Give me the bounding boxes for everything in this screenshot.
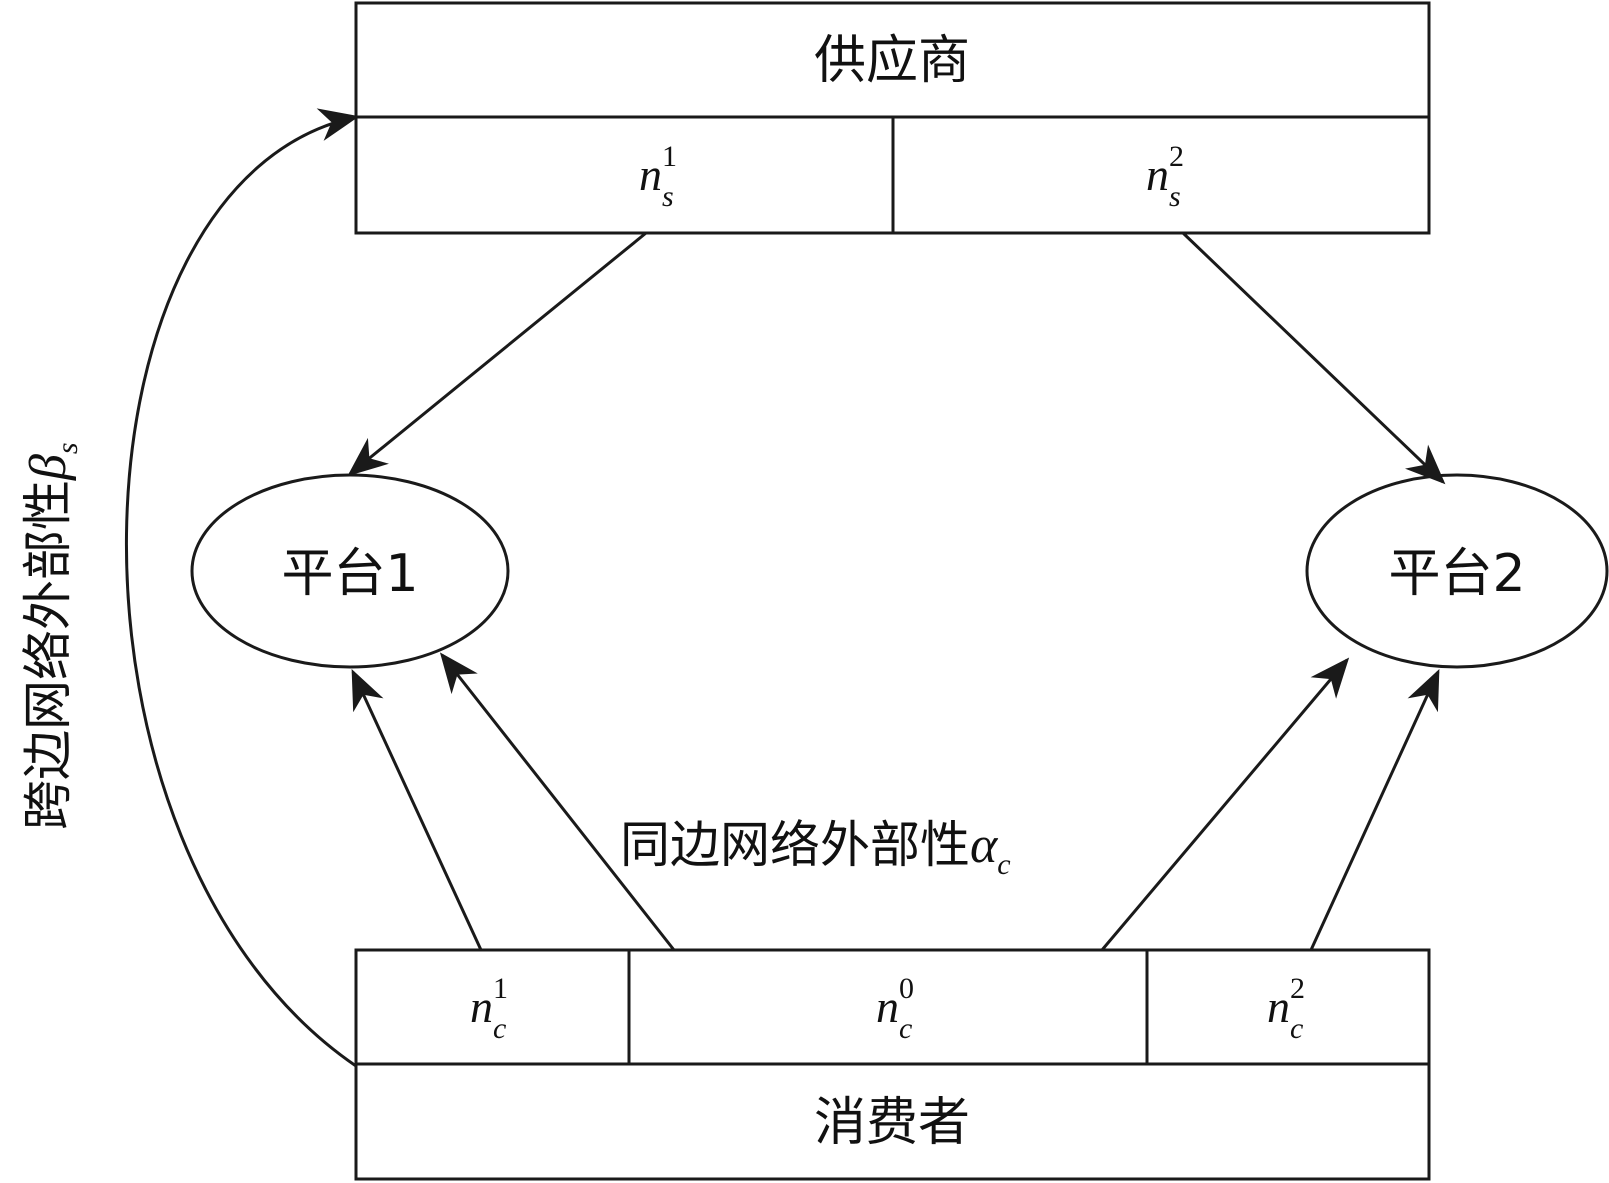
arrow-supplier2-to-platform2: [1181, 231, 1446, 485]
consumer-title: 消费者: [814, 1093, 970, 1153]
same-side-label: 同边网络外部性αc: [620, 816, 1011, 881]
platform-2: 平台2: [1305, 473, 1609, 669]
supplier-title: 供应商: [814, 31, 970, 91]
arrow-supplier1-to-platform1: [347, 231, 647, 477]
arrow-consumer2-to-platform2: [1309, 668, 1440, 951]
cross-side-label: 跨边网络外部性βs: [19, 442, 84, 830]
arrow-cross-side-consumer-to-supplier: [124, 108, 360, 1068]
platform-1-label: 平台1: [281, 544, 418, 604]
arrow-consumer1-to-platform1: [351, 668, 483, 951]
consumer-title-cell: [354, 1062, 1431, 1181]
supplier-cell-platform2: [891, 115, 1431, 235]
consumer-cell-platform2: [1145, 948, 1431, 1066]
platform-1: 平台1: [190, 473, 510, 669]
supplier-cell-platform1: [354, 115, 895, 235]
arrow-consumer0-to-platform2: [1100, 657, 1350, 951]
platform-2-label: 平台2: [1388, 544, 1525, 604]
platform-2-ellipse: [1305, 473, 1609, 669]
supplier-title-cell: [354, 1, 1431, 119]
arrow-consumer0-to-platform1: [439, 652, 676, 951]
